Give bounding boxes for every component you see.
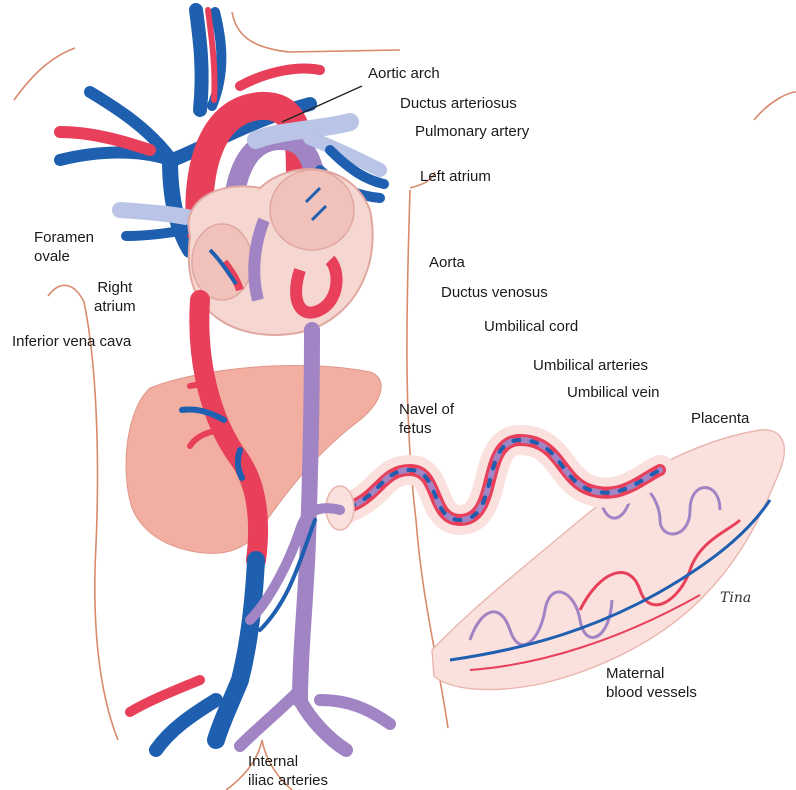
label-internal-iliac-arteries: Internal iliac arteries [248,752,328,790]
label-umbilical-cord: Umbilical cord [484,317,578,336]
label-inferior-vena-cava: Inferior vena cava [12,332,131,351]
label-ductus-arteriosus: Ductus arteriosus [400,94,517,113]
label-umbilical-arteries: Umbilical arteries [533,356,648,375]
label-aortic-arch: Aortic arch [368,64,440,83]
label-ductus-venosus: Ductus venosus [441,283,548,302]
label-foramen-ovale: Foramen ovale [34,228,94,266]
label-umbilical-vein: Umbilical vein [567,383,660,402]
label-pulmonary-artery: Pulmonary artery [415,122,529,141]
label-aorta: Aorta [429,253,465,272]
label-placenta: Placenta [691,409,749,428]
label-right-atrium: Right atrium [94,278,136,316]
label-left-atrium: Left atrium [420,167,491,186]
label-maternal-blood-vessels: Maternal blood vessels [606,664,697,702]
label-navel-of-fetus: Navel of fetus [399,400,454,438]
